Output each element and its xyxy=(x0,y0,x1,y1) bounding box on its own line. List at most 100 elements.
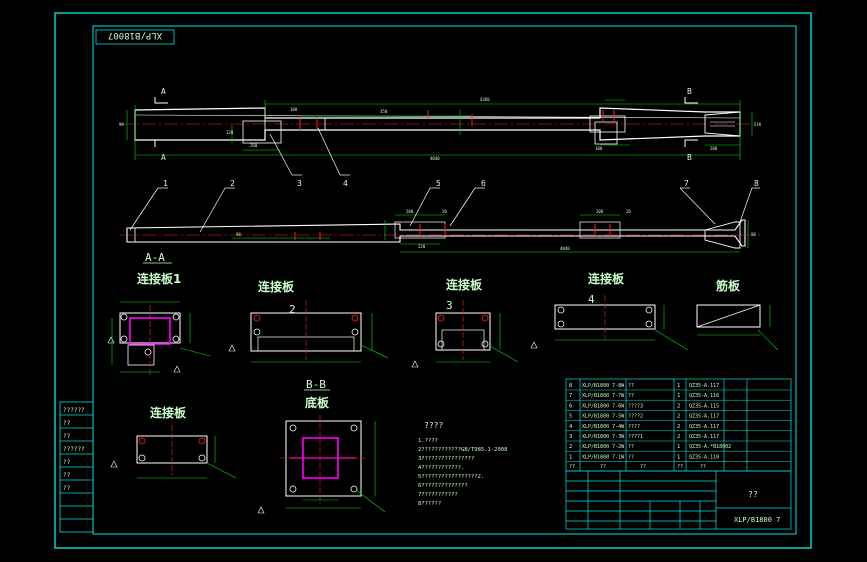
plate2-view xyxy=(250,300,362,360)
side-table-cell: ?? xyxy=(63,433,71,440)
bom-standard: QZ35-A.116 xyxy=(689,393,719,399)
plate5-view xyxy=(136,425,208,475)
plate4-title: 连接板 xyxy=(588,271,625,286)
bom-no: 3 xyxy=(569,434,572,440)
bom-qty: 2 xyxy=(677,424,680,430)
svg-text:100: 100 xyxy=(290,107,298,112)
section-a-bottom: A xyxy=(161,153,166,162)
bom-standard: QZ35-A.110 xyxy=(689,454,719,460)
bom-code: XLP/B1800 7-6W xyxy=(582,403,625,409)
svg-text:216: 216 xyxy=(754,122,762,127)
bom-code: XLP/B1800 7-8W xyxy=(582,383,625,389)
svg-text:4360: 4360 xyxy=(480,97,490,102)
bom-name: ????2 xyxy=(628,414,643,420)
bom-qty: 2 xyxy=(677,434,680,440)
bom-header-cell: ?? xyxy=(677,464,683,470)
side-table-labels: ?????????????????????? xyxy=(63,407,85,492)
bom-name: ?? xyxy=(628,383,634,389)
bom-no: 6 xyxy=(569,403,572,409)
front-view-red-marks xyxy=(294,224,611,240)
base-plate-view xyxy=(280,415,365,505)
plate1-title: 连接板1 xyxy=(137,271,181,286)
bb-label: B-B xyxy=(306,378,326,391)
side-table-cell: ?????? xyxy=(63,446,85,453)
title-name: ?? xyxy=(748,490,758,499)
code-box xyxy=(95,29,175,45)
svg-text:200: 200 xyxy=(406,209,414,214)
svg-text:350: 350 xyxy=(380,109,388,114)
section-b-top: B xyxy=(687,87,692,96)
bom-header-cell: ?? xyxy=(569,464,575,470)
bom-code: XLP/B1800 7-5W xyxy=(582,414,625,420)
base-plate-dims xyxy=(286,421,386,513)
svg-text:220: 220 xyxy=(418,244,426,249)
bom-qty: 2 xyxy=(677,403,680,409)
plate2-title: 连接板 xyxy=(258,279,295,294)
svg-text:200: 200 xyxy=(596,209,604,214)
rib-dims xyxy=(697,305,779,351)
plate4-view xyxy=(554,295,656,340)
bom-name: ???? xyxy=(628,424,640,430)
part-balloon-1: 1 xyxy=(163,179,168,188)
technical-notes: 1.????2????????????GB/T985.1-20083??????… xyxy=(418,438,507,507)
bom-name: ?? xyxy=(628,444,634,450)
top-view-boom xyxy=(120,107,760,145)
bom-name: ?? xyxy=(628,393,634,399)
title-drawing-code: XLP/B1800 7 xyxy=(734,516,780,524)
svg-text:4040: 4040 xyxy=(430,156,440,161)
note-line: 2????????????GB/T985.1-2008 xyxy=(418,447,507,453)
svg-text:88: 88 xyxy=(751,232,756,237)
aa-label: A-A xyxy=(145,251,165,264)
part-balloon-4: 4 xyxy=(343,179,348,188)
svg-text:120: 120 xyxy=(226,130,234,135)
bom-name: ????1 xyxy=(628,434,643,440)
bom-code: XLP/B1800 7-1W xyxy=(582,454,625,460)
bom-header-cell: ?? xyxy=(640,464,646,470)
svg-text:98: 98 xyxy=(119,122,124,127)
drawing-code-rotated: XLP/B18007 xyxy=(108,30,162,40)
notes-heading: ???? xyxy=(424,421,443,430)
rib-view xyxy=(696,304,761,328)
bom-standard: QZ35-A.117 xyxy=(689,383,719,389)
side-table xyxy=(59,401,94,533)
front-view-boom xyxy=(120,219,760,249)
svg-text:98: 98 xyxy=(236,232,241,237)
bom-qty: 1 xyxy=(677,454,680,460)
plate2-number: 2 xyxy=(289,303,296,316)
bom-code: XLP/B1800 7-2W xyxy=(582,444,625,450)
bom-no: 1 xyxy=(569,454,572,460)
plate3-number: 3 xyxy=(446,299,453,312)
top-view-dims xyxy=(126,99,753,160)
rib-title: 筋板 xyxy=(715,278,741,293)
bom-standard: QZ35-A.115 xyxy=(689,403,719,409)
svg-text:20: 20 xyxy=(626,209,631,214)
part-balloon-7: 7 xyxy=(684,179,689,188)
bom-standard: QZ35-A.117 xyxy=(689,434,719,440)
inner-border xyxy=(92,25,797,535)
top-view-red-marks xyxy=(299,110,615,130)
top-leaders xyxy=(269,127,350,176)
bom-name: ?? xyxy=(628,454,634,460)
bom-header-cell: ?? xyxy=(700,464,706,470)
note-line: 6?????????????? xyxy=(418,483,468,489)
plate3-dims xyxy=(436,313,519,363)
plate1-dims xyxy=(111,301,211,373)
bom-no: 2 xyxy=(569,444,572,450)
part-balloon-8: 8 xyxy=(754,179,759,188)
note-line: 3???????????????? xyxy=(418,456,474,462)
svg-text:260: 260 xyxy=(250,143,258,148)
section-markers xyxy=(154,97,698,147)
bom-qty: 2 xyxy=(677,414,680,420)
bom-header-cell: ?? xyxy=(600,464,606,470)
svg-text:20: 20 xyxy=(442,209,447,214)
bom-standard: QZ35-A.117 xyxy=(689,414,719,420)
bom-code: XLP/B1800 7-3W xyxy=(582,434,625,440)
bom-qty: 1 xyxy=(677,383,680,389)
bom-no: 5 xyxy=(569,414,572,420)
plate1-view xyxy=(119,305,181,375)
